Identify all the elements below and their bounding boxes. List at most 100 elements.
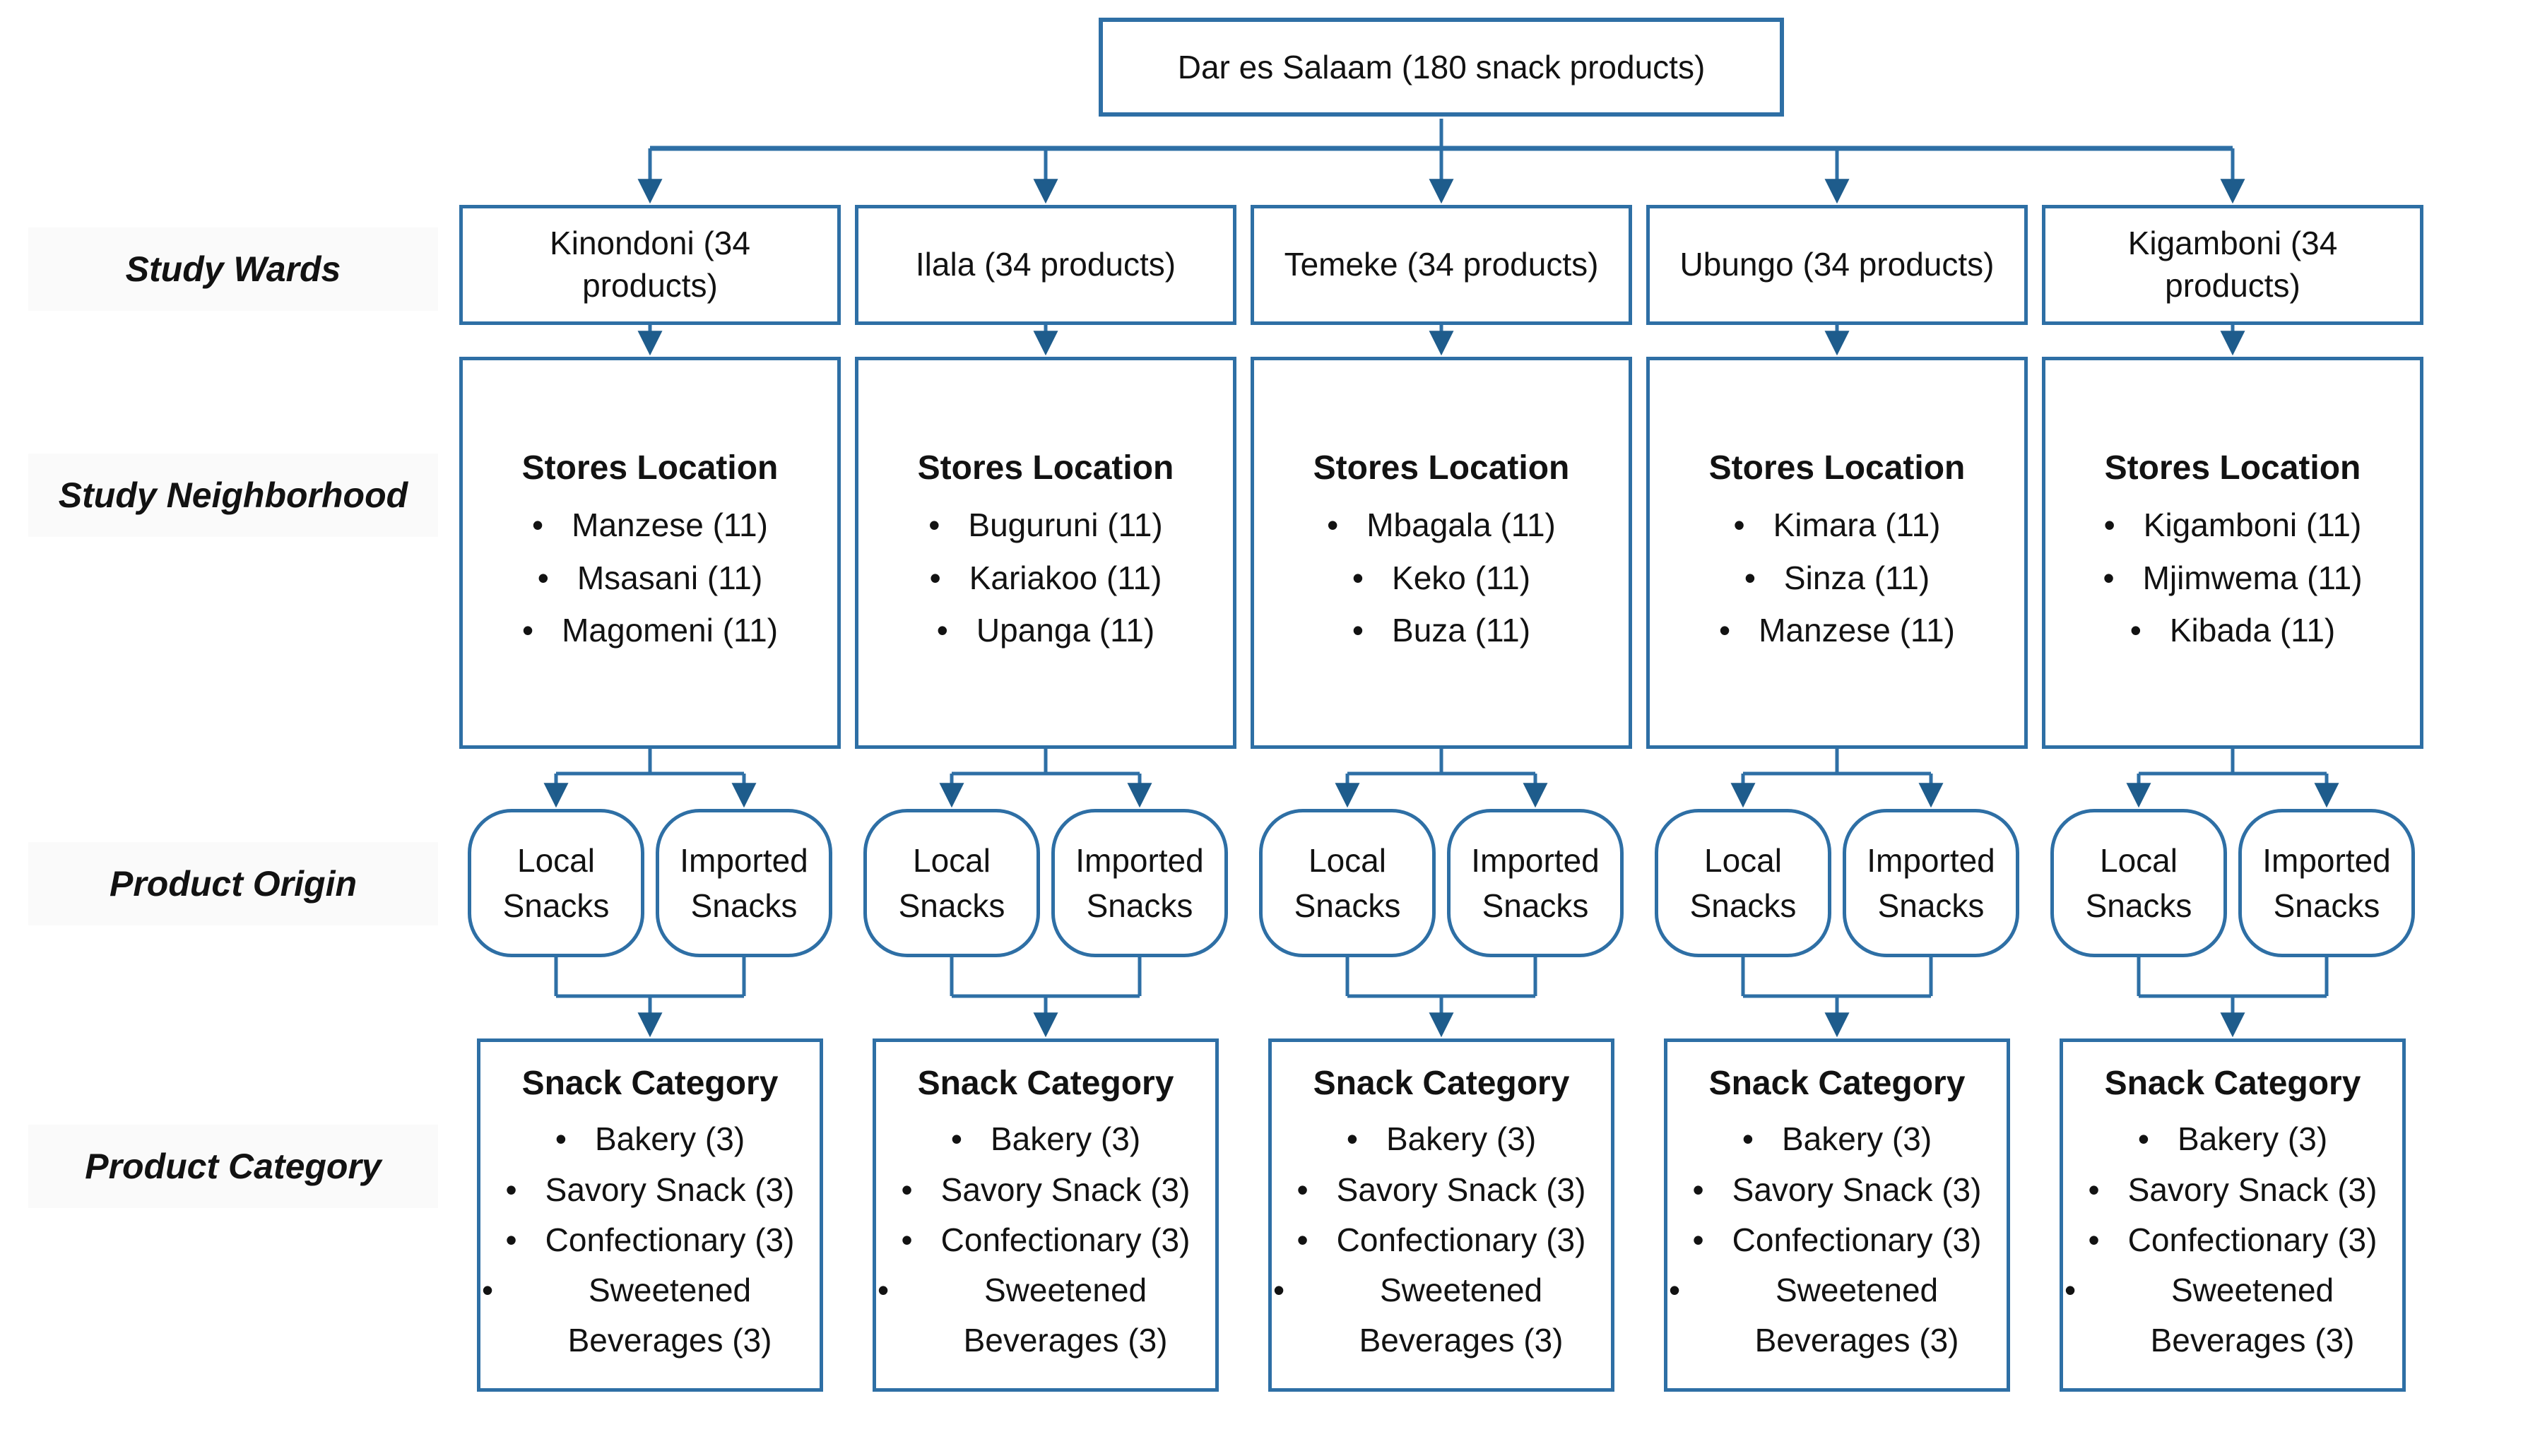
stores-heading: Stores Location — [2104, 449, 2361, 487]
stores-heading: Stores Location — [917, 449, 1174, 487]
category-item-label: Confectionary (3) — [545, 1221, 795, 1258]
imported-snacks-label: Imported Snacks — [1867, 841, 1995, 924]
store-item-label: Kimara (11) — [1773, 507, 1941, 544]
category-item-label: Sweetened Beverages (3) — [567, 1272, 772, 1359]
category-item-label: Bakery (3) — [594, 1120, 745, 1158]
stores-node: Stores Location Kimara (11) Sinza (11) M… — [1646, 357, 2028, 749]
store-item: Sinza (11) — [1744, 552, 1930, 605]
snack-category-node: Snack Category Bakery (3) Savory Snack (… — [873, 1038, 1219, 1392]
category-item-label: Savory Snack (3) — [545, 1171, 795, 1208]
category-item: Sweetened Beverages (3) — [878, 1265, 1214, 1366]
store-item: Mjimwema (11) — [2103, 552, 2363, 605]
category-item-label: Confectionary (3) — [940, 1221, 1191, 1258]
row-label-product-category: Product Category — [28, 1125, 438, 1208]
snack-category-node: Snack Category Bakery (3) Savory Snack (… — [1664, 1038, 2010, 1392]
snack-category-node: Snack Category Bakery (3) Savory Snack (… — [477, 1038, 823, 1392]
store-item: Upanga (11) — [937, 604, 1154, 657]
local-snacks-node: Local Snacks — [1259, 809, 1436, 957]
category-item-label: Savory Snack (3) — [1336, 1171, 1586, 1208]
store-item: Kimara (11) — [1734, 499, 1941, 552]
store-item-label: Mbagala (11) — [1366, 507, 1556, 544]
category-item-label: Bakery (3) — [1781, 1120, 1932, 1158]
category-item: Confectionary (3) — [902, 1215, 1191, 1265]
stores-node: Stores Location Manzese (11) Msasani (11… — [459, 357, 841, 749]
root-node: Dar es Salaam (180 snack products) — [1099, 18, 1784, 117]
store-item: Kigamboni (11) — [2104, 499, 2362, 552]
category-item: Sweetened Beverages (3) — [1669, 1265, 2005, 1366]
ward-node: Kinondoni (34 products) — [459, 205, 841, 325]
store-item: Keko (11) — [1352, 552, 1530, 605]
category-item: Sweetened Beverages (3) — [1273, 1265, 1609, 1366]
imported-snacks-node: Imported Snacks — [1843, 809, 2019, 957]
ward-node: Kigamboni (34 products) — [2042, 205, 2423, 325]
category-item: Savory Snack (3) — [506, 1165, 795, 1215]
category-item: Savory Snack (3) — [2089, 1165, 2377, 1215]
local-snacks-label: Local Snacks — [502, 841, 610, 924]
store-item-label: Kigamboni (11) — [2143, 507, 2362, 544]
store-item-label: Manzese (11) — [572, 507, 768, 544]
local-snacks-label: Local Snacks — [1689, 841, 1797, 924]
store-item-label: Kibada (11) — [2169, 612, 2336, 649]
category-item-label: Bakery (3) — [1386, 1120, 1537, 1158]
store-item: Manzese (11) — [532, 499, 768, 552]
row-label-study-wards: Study Wards — [28, 227, 438, 311]
ward-node: Ilala (34 products) — [855, 205, 1236, 325]
category-item: Confectionary (3) — [1693, 1215, 1982, 1265]
local-snacks-label: Local Snacks — [1294, 841, 1401, 924]
ward-node: Temeke (34 products) — [1251, 205, 1632, 325]
store-item: Buguruni (11) — [928, 499, 1162, 552]
ward-node: Ubungo (34 products) — [1646, 205, 2028, 325]
category-item-label: Bakery (3) — [990, 1120, 1141, 1158]
store-item: Kariakoo (11) — [930, 552, 1162, 605]
store-item-label: Magomeni (11) — [562, 612, 779, 649]
category-item-label: Sweetened Beverages (3) — [1359, 1272, 1564, 1359]
store-item-label: Kariakoo (11) — [969, 559, 1162, 596]
category-item: Confectionary (3) — [1297, 1215, 1586, 1265]
store-item-label: Keko (11) — [1392, 559, 1531, 596]
store-item: Msasani (11) — [538, 552, 763, 605]
category-item-label: Savory Snack (3) — [1732, 1171, 1982, 1208]
imported-snacks-node: Imported Snacks — [1447, 809, 1624, 957]
category-item: Bakery (3) — [2138, 1114, 2327, 1164]
imported-snacks-label: Imported Snacks — [2262, 841, 2391, 924]
category-item: Sweetened Beverages (3) — [2065, 1265, 2401, 1366]
root-node-label: Dar es Salaam (180 snack products) — [1177, 49, 1706, 85]
category-item-label: Sweetened Beverages (3) — [2150, 1272, 2355, 1359]
column-temeke: Temeke (34 products) Stores Location Mba… — [1251, 0, 1632, 1456]
local-snacks-node: Local Snacks — [468, 809, 644, 957]
snack-category-heading: Snack Category — [917, 1065, 1174, 1103]
local-snacks-node: Local Snacks — [863, 809, 1040, 957]
stores-node: Stores Location Buguruni (11) Kariakoo (… — [855, 357, 1236, 749]
row-label-product-origin: Product Origin — [28, 842, 438, 925]
store-item-label: Msasani (11) — [577, 559, 763, 596]
store-item: Buza (11) — [1352, 604, 1530, 657]
store-item-label: Mjimwema (11) — [2142, 559, 2363, 596]
category-item: Savory Snack (3) — [1297, 1165, 1586, 1215]
store-item-label: Buguruni (11) — [968, 507, 1163, 544]
ward-label: Ilala (34 products) — [915, 246, 1176, 283]
store-item: Kibada (11) — [2130, 604, 2336, 657]
snack-category-node: Snack Category Bakery (3) Savory Snack (… — [2060, 1038, 2406, 1392]
store-item-label: Manzese (11) — [1759, 612, 1955, 649]
category-item-label: Confectionary (3) — [1336, 1221, 1586, 1258]
local-snacks-label: Local Snacks — [2085, 841, 2192, 924]
ward-label: Kigamboni (34 products) — [2127, 225, 2338, 304]
category-item: Savory Snack (3) — [1693, 1165, 1982, 1215]
category-item-label: Confectionary (3) — [2127, 1221, 2377, 1258]
snack-category-heading: Snack Category — [2104, 1065, 2361, 1103]
column-ubungo: Ubungo (34 products) Stores Location Kim… — [1646, 0, 2028, 1456]
snack-category-node: Snack Category Bakery (3) Savory Snack (… — [1268, 1038, 1614, 1392]
category-item-label: Confectionary (3) — [1732, 1221, 1982, 1258]
stores-heading: Stores Location — [1708, 449, 1966, 487]
ward-label: Ubungo (34 products) — [1679, 246, 1995, 283]
imported-snacks-label: Imported Snacks — [1075, 841, 1204, 924]
local-snacks-node: Local Snacks — [1655, 809, 1831, 957]
category-item-label: Sweetened Beverages (3) — [1754, 1272, 1959, 1359]
snack-category-heading: Snack Category — [1708, 1065, 1966, 1103]
imported-snacks-node: Imported Snacks — [656, 809, 832, 957]
store-item-label: Buza (11) — [1392, 612, 1531, 649]
category-item: Bakery (3) — [1347, 1114, 1536, 1164]
category-item: Savory Snack (3) — [902, 1165, 1191, 1215]
